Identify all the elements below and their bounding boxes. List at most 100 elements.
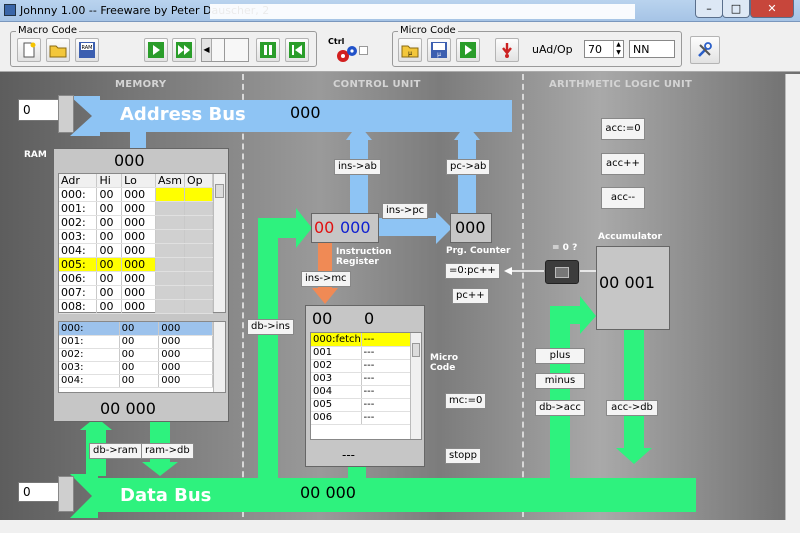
- db-ins-button[interactable]: db->ins: [247, 319, 295, 335]
- table-row[interactable]: 005---: [311, 398, 411, 412]
- run-micro-button[interactable]: [456, 38, 480, 62]
- speed-slider[interactable]: ◀: [201, 38, 249, 62]
- settings-button[interactable]: [690, 36, 720, 64]
- mc-cell-val: ---: [361, 398, 411, 412]
- db-acc-button[interactable]: db->acc: [535, 400, 585, 416]
- table-row[interactable]: 004---: [311, 385, 411, 399]
- table-row[interactable]: 001---: [311, 346, 411, 360]
- save-ram-button[interactable]: RAM: [75, 38, 99, 62]
- record-micro-button[interactable]: [495, 38, 519, 62]
- ram-lower-cell-adr: 001:: [59, 335, 120, 349]
- open-file-button[interactable]: [46, 38, 70, 62]
- ins-ab-button[interactable]: ins->ab: [334, 159, 381, 175]
- reset-button[interactable]: [285, 38, 309, 62]
- plus-button[interactable]: plus: [535, 348, 585, 364]
- ram-cell-op: [184, 243, 213, 258]
- control-settings[interactable]: Ctrl: [324, 36, 372, 66]
- pc-zero-button[interactable]: =0:pc++: [445, 263, 500, 279]
- acc-zero-button[interactable]: acc:=0: [601, 118, 645, 140]
- acc-dec-button[interactable]: acc--: [601, 187, 645, 209]
- save-micro-button[interactable]: μ: [427, 38, 451, 62]
- acc-db-button[interactable]: acc->db: [606, 400, 658, 416]
- micro-code-side-label: Micro Code: [430, 353, 458, 373]
- ins-pc-button[interactable]: ins->pc: [382, 203, 429, 219]
- db-ram-button[interactable]: db->ram: [89, 443, 142, 459]
- slider-thumb[interactable]: [224, 39, 225, 61]
- ram-scrollbar[interactable]: [213, 174, 225, 312]
- mc-cell-adr: 004: [311, 385, 362, 399]
- pc-ab-button[interactable]: pc->ab: [446, 159, 491, 175]
- close-button[interactable]: ✕: [750, 0, 794, 18]
- ins-mc-button[interactable]: ins->mc: [301, 271, 351, 287]
- slider-left-arrow[interactable]: ◀: [202, 39, 212, 61]
- run-button[interactable]: [144, 38, 168, 62]
- record-arrow-icon: [502, 43, 512, 58]
- table-row[interactable]: 003---: [311, 372, 411, 386]
- pause-button[interactable]: [256, 38, 280, 62]
- app-icon: [4, 4, 16, 16]
- window-scrollbar[interactable]: [785, 74, 800, 522]
- ram-cell-lo: 000: [121, 215, 157, 230]
- mc-scrollbar[interactable]: [410, 333, 421, 439]
- ram-header-cell: Op: [184, 174, 213, 188]
- ram-lower-cell-adr: 000:: [59, 322, 120, 336]
- address-bus-label: Address Bus: [120, 104, 246, 125]
- data-bus-input-handle[interactable]: [58, 476, 74, 512]
- play-micro-icon: [460, 42, 476, 58]
- mc-zero-button[interactable]: mc:=0: [445, 393, 487, 409]
- open-micro-icon: μ: [401, 45, 419, 58]
- minimize-button[interactable]: –: [695, 0, 723, 18]
- ram-scroll-thumb[interactable]: [215, 184, 224, 198]
- pc-inc-button[interactable]: pc++: [452, 288, 489, 304]
- table-row[interactable]: 002---: [311, 359, 411, 373]
- micro-code-table[interactable]: 000:fetch---001---002---003---004---005-…: [310, 332, 422, 440]
- new-file-button[interactable]: [17, 38, 41, 62]
- op-field[interactable]: NN: [629, 40, 675, 58]
- gears-icon: [337, 46, 357, 62]
- fast-forward-button[interactable]: [172, 38, 196, 62]
- ram-db-button[interactable]: ram->db: [141, 443, 194, 459]
- address-bus-input-handle[interactable]: [58, 95, 74, 133]
- spinner-arrows[interactable]: ▲▼: [613, 41, 623, 57]
- data-bus-value: 00 000: [300, 483, 356, 502]
- uad-spinner[interactable]: 70 ▲▼: [584, 40, 624, 58]
- ram-cell-asm: [155, 243, 185, 258]
- ram-cell-adr: 000:: [59, 187, 98, 202]
- alu-section-title: ARITHMETIC LOGIC UNIT: [549, 79, 693, 90]
- table-row[interactable]: 006---: [311, 411, 411, 425]
- maximize-button[interactable]: □: [722, 0, 750, 18]
- open-micro-button[interactable]: μ: [398, 38, 422, 62]
- ram-cell-hi: 00: [96, 243, 123, 258]
- mc-scroll-thumb[interactable]: [412, 343, 420, 357]
- micro-code-panel: 00 0 000:fetch---001---002---003---004--…: [305, 305, 425, 467]
- minus-button[interactable]: minus: [535, 373, 585, 389]
- fast-forward-icon: [176, 42, 192, 58]
- table-row[interactable]: 000:fetch---: [311, 333, 411, 347]
- ram-lower-cell-lo: 000: [158, 361, 213, 375]
- ram-cell-hi: 00: [96, 271, 123, 286]
- address-bus-input-value: 0: [23, 103, 31, 117]
- bus-diagram: [70, 96, 696, 518]
- ctrl-checkbox[interactable]: [359, 46, 368, 55]
- ram-lower-scrollbar[interactable]: [213, 322, 225, 392]
- acc-inc-button[interactable]: acc++: [601, 153, 645, 175]
- stopp-button[interactable]: stopp: [445, 448, 481, 464]
- zero-test-arrowhead: [504, 267, 512, 275]
